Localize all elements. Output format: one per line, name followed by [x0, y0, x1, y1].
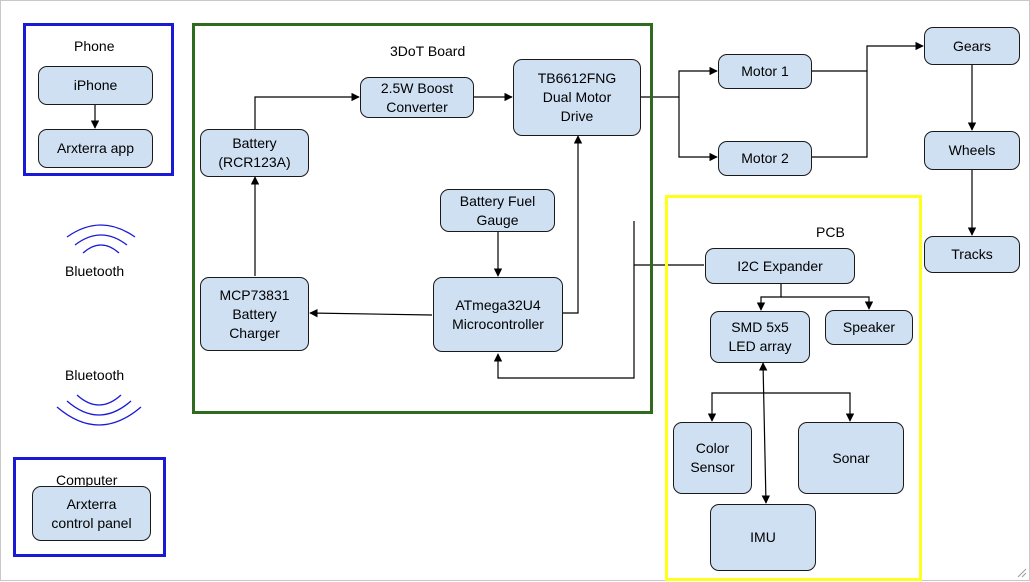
- edge-i2c-led: [756, 284, 782, 311]
- edge-driver-motor1: [641, 66, 718, 98]
- node-battery-charger: MCP73831 Battery Charger: [200, 277, 309, 351]
- node-tracks: Tracks: [924, 236, 1020, 273]
- node-motor-2: Motor 2: [718, 141, 812, 176]
- node-gears: Gears: [924, 27, 1020, 65]
- edge-mcu-charger: [309, 308, 433, 318]
- bluetooth-label-bottom: Bluetooth: [65, 367, 125, 383]
- edge-mcu-driver: [563, 135, 583, 314]
- node-control-panel: Arxterra control panel: [32, 486, 151, 541]
- board-frame: 3DoT Board: [192, 23, 653, 414]
- node-speaker: Speaker: [825, 310, 913, 345]
- edge-battery-boost: [254, 92, 360, 129]
- edge-led-imu: [758, 362, 771, 504]
- node-motor-1: Motor 1: [718, 54, 812, 89]
- pcb-frame-title: PCB: [816, 224, 845, 240]
- node-i2c-expander: I2C Expander: [705, 248, 855, 284]
- node-motor-driver: TB6612FNG Dual Motor Drive: [513, 59, 641, 136]
- node-boost-converter: 2.5W Boost Converter: [360, 77, 474, 118]
- board-frame-title: 3DoT Board: [390, 43, 466, 59]
- node-battery: Battery (RCR123A): [200, 129, 309, 177]
- node-microcontroller: ATmega32U4 Microcontroller: [433, 277, 563, 352]
- computer-frame-title: Computer: [56, 472, 118, 488]
- node-led-array: SMD 5x5 LED array: [710, 311, 810, 363]
- node-sonar: Sonar: [798, 422, 904, 494]
- bluetooth-waves-icon: [56, 394, 142, 426]
- edge-motor2-gears: [812, 71, 868, 158]
- phone-frame-title: Phone: [74, 38, 115, 54]
- edge-led-color: [707, 392, 761, 422]
- edge-i2c-speaker: [781, 296, 874, 310]
- node-imu: IMU: [710, 504, 816, 571]
- pcb-frame: PCB: [665, 195, 922, 581]
- edge-i2c-mcu: [493, 221, 704, 379]
- edge-motor1-gears: [812, 41, 924, 72]
- computer-frame: Computer: [13, 457, 166, 557]
- resize-grip-icon[interactable]: [1015, 566, 1027, 578]
- node-arxterra-app: Arxterra app: [38, 129, 153, 168]
- phone-frame: Phone: [23, 23, 174, 176]
- node-fuel-gauge: Battery Fuel Gauge: [440, 189, 555, 232]
- edge-led-sonar: [761, 392, 855, 422]
- node-iphone: iPhone: [38, 66, 153, 105]
- bluetooth-waves-icon: [66, 224, 136, 254]
- edge-driver-motor2: [678, 97, 718, 162]
- node-wheels: Wheels: [924, 131, 1020, 170]
- bluetooth-label-top: Bluetooth: [65, 263, 125, 279]
- node-color-sensor: Color Sensor: [673, 422, 752, 494]
